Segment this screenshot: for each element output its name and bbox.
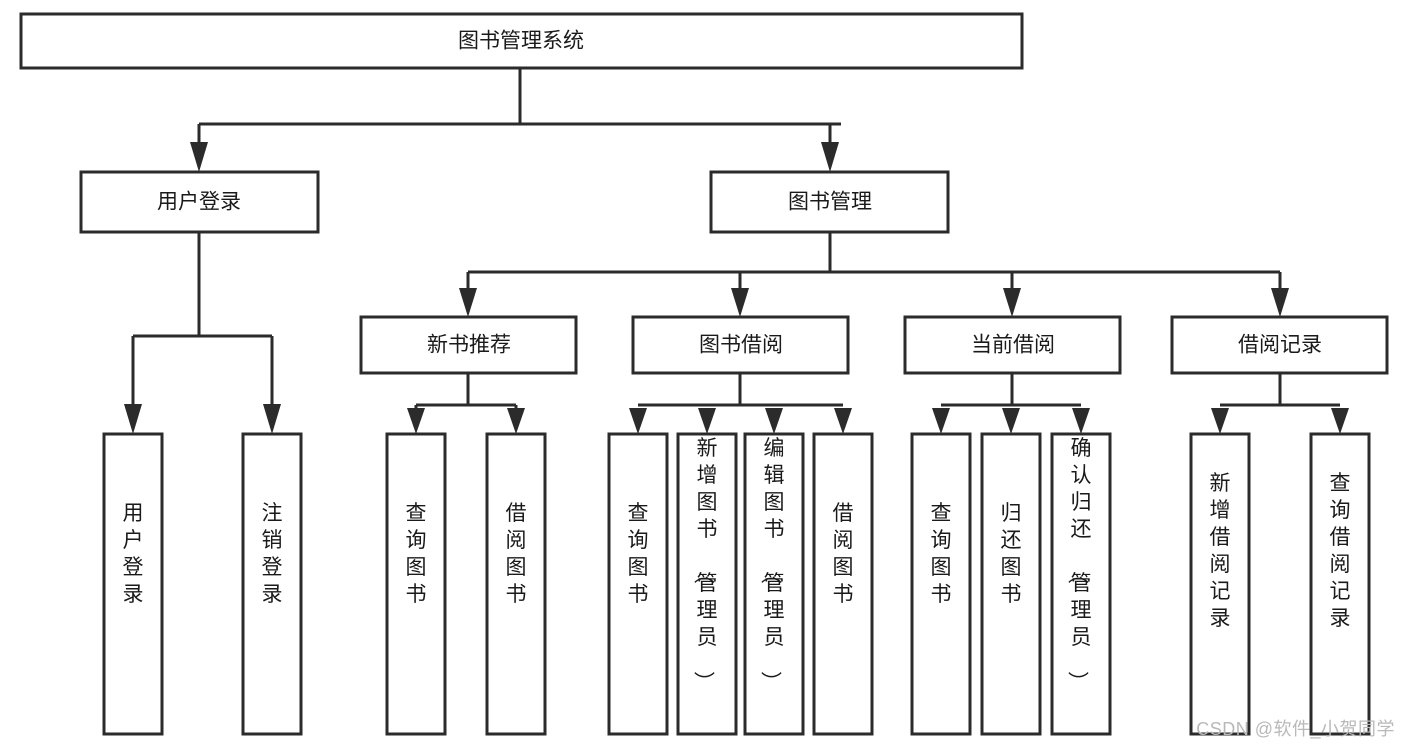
leaf-cur-confirm-label: 确认归还（管理员） xyxy=(1066,437,1092,692)
arrow-br-to-leaf2 xyxy=(1331,408,1349,434)
root-box[interactable] xyxy=(19,12,1024,70)
connector-group-borrow-record xyxy=(1211,373,1349,434)
leaf-cur-query-label: 查询图书 xyxy=(931,502,952,606)
leaf-borrow-edit-label: 编辑图书（管理员） xyxy=(759,437,785,692)
connector-group-book-manage xyxy=(459,232,1289,317)
arrow-root-to-user-login xyxy=(190,142,208,172)
node-borrow-record[interactable]: 借阅记录 xyxy=(1170,315,1389,375)
leaf-rec-borrow-box[interactable] xyxy=(485,432,547,736)
arrow-bm-to-current-borrow xyxy=(1003,288,1021,317)
leaf-borrow-query-label: 查询图书 xyxy=(628,502,649,606)
node-leaf-user-login[interactable]: 用户登录 xyxy=(102,432,164,736)
leaf-cur-confirm-box[interactable] xyxy=(1050,432,1112,736)
leaf-borrow-add-box[interactable] xyxy=(676,432,738,736)
book-manage-label: 图书管理 xyxy=(788,191,872,214)
node-leaf-borrow-add[interactable]: 新增图书（管理员） xyxy=(676,432,738,736)
arrow-nbr-to-leaf2 xyxy=(507,408,525,434)
user-login-label: 用户登录 xyxy=(157,191,241,214)
node-new-book-rec[interactable]: 新书推荐 xyxy=(359,315,578,375)
leaf-borrow-lend-label: 借阅图书 xyxy=(833,502,854,606)
user-login-box[interactable] xyxy=(79,170,320,234)
arrow-bb-to-leaf1 xyxy=(629,408,647,434)
root-label: 图书管理系统 xyxy=(458,30,584,53)
node-leaf-user-logout[interactable]: 注销登录 xyxy=(241,432,303,736)
node-user-login[interactable]: 用户登录 xyxy=(79,170,320,234)
arrow-ul-to-leaf2 xyxy=(263,404,281,434)
arrow-bm-to-borrow-record xyxy=(1271,288,1289,317)
arrow-root-to-book-manage xyxy=(821,142,839,172)
connector-group-current-borrow xyxy=(932,373,1090,434)
new-book-rec-box[interactable] xyxy=(359,315,578,375)
leaf-borrow-query-box[interactable] xyxy=(607,432,669,736)
leaf-borrow-lend-box[interactable] xyxy=(812,432,874,736)
arrow-bb-to-leaf2 xyxy=(698,408,716,434)
book-borrow-label: 图书借阅 xyxy=(699,334,783,357)
arrow-nbr-to-leaf1 xyxy=(407,408,425,434)
borrow-record-label: 借阅记录 xyxy=(1238,334,1322,357)
leaf-rec-query2-label: 查询借阅记录 xyxy=(1330,472,1351,630)
node-leaf-rec-query2[interactable]: 查询借阅记录 xyxy=(1309,432,1371,736)
connector-group-user-login xyxy=(124,232,281,434)
connector-group-root xyxy=(190,68,841,172)
leaf-user-login-label: 用户登录 xyxy=(123,502,144,606)
leaf-cur-query-box[interactable] xyxy=(910,432,972,736)
node-book-manage[interactable]: 图书管理 xyxy=(709,170,950,234)
arrow-bm-to-new-book-rec xyxy=(459,288,477,317)
node-leaf-cur-query[interactable]: 查询图书 xyxy=(910,432,972,736)
arrow-cb-to-leaf2 xyxy=(1002,408,1020,434)
current-borrow-box[interactable] xyxy=(903,315,1122,375)
arrow-bb-to-leaf4 xyxy=(834,408,852,434)
leaf-rec-borrow-label: 借阅图书 xyxy=(506,502,527,606)
arrow-bb-to-leaf3 xyxy=(765,408,783,434)
node-leaf-rec-add[interactable]: 新增借阅记录 xyxy=(1189,432,1251,736)
node-current-borrow[interactable]: 当前借阅 xyxy=(903,315,1122,375)
node-root[interactable]: 图书管理系统 xyxy=(19,12,1024,70)
arrow-bm-to-book-borrow xyxy=(731,288,749,317)
leaf-borrow-edit-box[interactable] xyxy=(743,432,805,736)
book-manage-box[interactable] xyxy=(709,170,950,234)
leaf-rec-add-box[interactable] xyxy=(1189,432,1251,736)
connector-group-new-book-rec xyxy=(407,373,525,434)
leaf-borrow-add-label: 新增图书（管理员） xyxy=(692,437,718,692)
arrow-cb-to-leaf1 xyxy=(932,408,950,434)
leaf-rec-query-box[interactable] xyxy=(385,432,447,736)
connector-group-book-borrow xyxy=(629,373,852,434)
leaf-cur-return-label: 归还图书 xyxy=(1001,502,1022,606)
node-book-borrow[interactable]: 图书借阅 xyxy=(631,315,850,375)
leaf-rec-query-label: 查询图书 xyxy=(406,502,427,606)
leaf-user-login-box[interactable] xyxy=(102,432,164,736)
node-leaf-cur-confirm[interactable]: 确认归还（管理员） xyxy=(1050,432,1112,736)
arrow-cb-to-leaf3 xyxy=(1072,408,1090,434)
new-book-rec-label: 新书推荐 xyxy=(427,334,511,357)
node-leaf-borrow-lend[interactable]: 借阅图书 xyxy=(812,432,874,736)
node-leaf-cur-return[interactable]: 归还图书 xyxy=(980,432,1042,736)
node-leaf-borrow-edit[interactable]: 编辑图书（管理员） xyxy=(743,432,805,736)
leaf-rec-query2-box[interactable] xyxy=(1309,432,1371,736)
node-leaf-rec-query[interactable]: 查询图书 xyxy=(385,432,447,736)
node-leaf-borrow-query[interactable]: 查询图书 xyxy=(607,432,669,736)
book-borrow-box[interactable] xyxy=(631,315,850,375)
arrow-ul-to-leaf1 xyxy=(124,404,142,434)
leaf-user-logout-box[interactable] xyxy=(241,432,303,736)
current-borrow-label: 当前借阅 xyxy=(971,334,1055,357)
node-leaf-rec-borrow[interactable]: 借阅图书 xyxy=(485,432,547,736)
leaf-rec-add-label: 新增借阅记录 xyxy=(1210,472,1231,630)
borrow-record-box[interactable] xyxy=(1170,315,1389,375)
leaf-user-logout-label: 注销登录 xyxy=(262,502,283,606)
arrow-br-to-leaf1 xyxy=(1211,408,1229,434)
leaf-cur-return-box[interactable] xyxy=(980,432,1042,736)
